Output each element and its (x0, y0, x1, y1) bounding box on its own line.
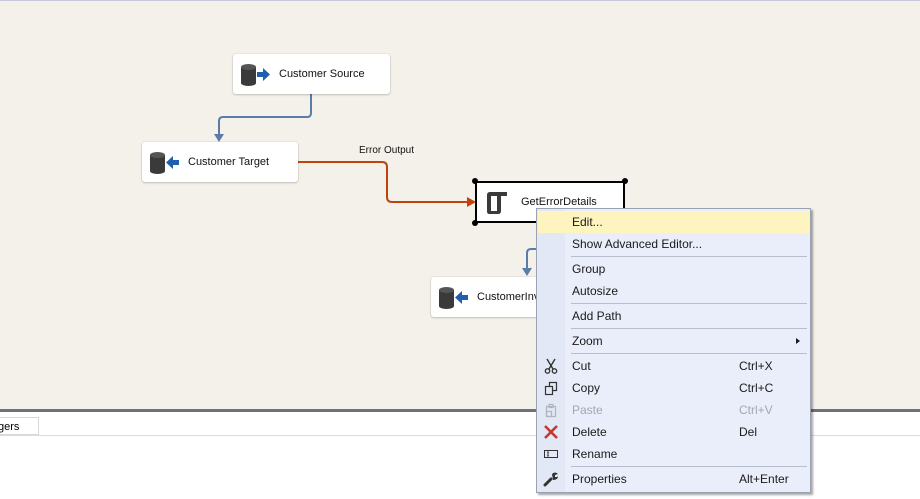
menu-item-label: Rename (572, 447, 618, 461)
node-customer-source[interactable]: Customer Source (233, 54, 390, 94)
menu-icon-gutter (537, 209, 565, 492)
arrowhead-icon (214, 134, 224, 142)
menu-item-shortcut: Ctrl+X (739, 359, 773, 373)
data-path-errordetails-to-inv[interactable] (526, 248, 537, 269)
menu-item-label: Properties (572, 472, 627, 486)
divider (0, 435, 920, 436)
menu-item-shortcut: Alt+Enter (739, 472, 789, 486)
menu-item-edit[interactable]: Edit... (538, 211, 809, 233)
wrench-icon (543, 472, 558, 487)
menu-separator (571, 353, 807, 354)
menu-separator (571, 466, 807, 467)
node-label: Customer Target (188, 156, 270, 168)
menu-separator (571, 256, 807, 257)
database-destination-icon (439, 287, 468, 309)
menu-item-show-advanced-editor[interactable]: Show Advanced Editor... (538, 233, 809, 255)
menu-item-label: Copy (572, 381, 601, 395)
database-source-icon (241, 64, 270, 86)
menu-item-label: Edit... (572, 215, 603, 229)
menu-item-properties[interactable]: Properties Alt+Enter (538, 468, 809, 490)
node-label: GetErrorDetails (521, 196, 597, 208)
menu-item-shortcut: Del (739, 425, 758, 439)
menu-separator (571, 328, 807, 329)
data-path-source-to-target[interactable] (218, 94, 312, 135)
arrowhead-icon (522, 268, 532, 276)
scissors-icon (544, 358, 558, 374)
menu-item-cut[interactable]: Cut Ctrl+X (538, 355, 809, 377)
menu-item-delete[interactable]: Delete Del (538, 421, 809, 443)
menu-item-label: Group (572, 262, 606, 276)
menu-item-paste[interactable]: Paste Ctrl+V (538, 399, 809, 421)
menu-separator (571, 303, 807, 304)
database-destination-icon (150, 152, 179, 174)
error-path-target-to-errordetails[interactable] (298, 161, 468, 203)
paths-layer (214, 94, 537, 276)
submenu-arrow-icon (796, 338, 800, 344)
menu-item-label: Zoom (572, 334, 603, 348)
menu-item-group[interactable]: Group (538, 258, 809, 280)
rename-icon (544, 450, 558, 458)
data-flow-canvas[interactable]: Error Output Customer Source Customer Ta… (0, 0, 920, 409)
menu-item-label: Paste (572, 403, 603, 417)
tab-connection-managers[interactable]: gers (0, 417, 39, 435)
menu-item-zoom[interactable]: Zoom (538, 330, 809, 352)
node-customer-target[interactable]: Customer Target (142, 142, 298, 182)
resize-handle[interactable] (472, 220, 478, 226)
menu-item-label: Autosize (572, 284, 619, 298)
menu-item-label: Cut (572, 359, 591, 373)
script-component-icon (487, 192, 507, 214)
paste-icon (545, 403, 557, 418)
node-label: Customer Source (279, 68, 365, 80)
menu-item-shortcut: Ctrl+V (739, 403, 773, 417)
menu-item-label: Show Advanced Editor... (572, 237, 703, 251)
menu-item-copy[interactable]: Copy Ctrl+C (538, 377, 809, 399)
arrowhead-icon (467, 197, 476, 207)
error-output-label: Error Output (359, 145, 415, 156)
node-label: CustomerInv (477, 291, 540, 303)
menu-item-shortcut: Ctrl+C (739, 381, 774, 395)
menu-item-add-path[interactable]: Add Path (538, 305, 809, 327)
delete-x-icon (544, 425, 558, 439)
resize-handle[interactable] (472, 178, 478, 184)
menu-item-label: Delete (572, 425, 607, 439)
menu-item-label: Add Path (572, 309, 622, 323)
resize-handle[interactable] (622, 178, 628, 184)
menu-item-rename[interactable]: Rename (538, 443, 809, 465)
menu-item-autosize[interactable]: Autosize (538, 280, 809, 302)
copy-icon (544, 381, 558, 396)
context-menu: Edit... Show Advanced Editor... Group Au… (536, 208, 811, 493)
panel-splitter[interactable] (0, 409, 920, 412)
